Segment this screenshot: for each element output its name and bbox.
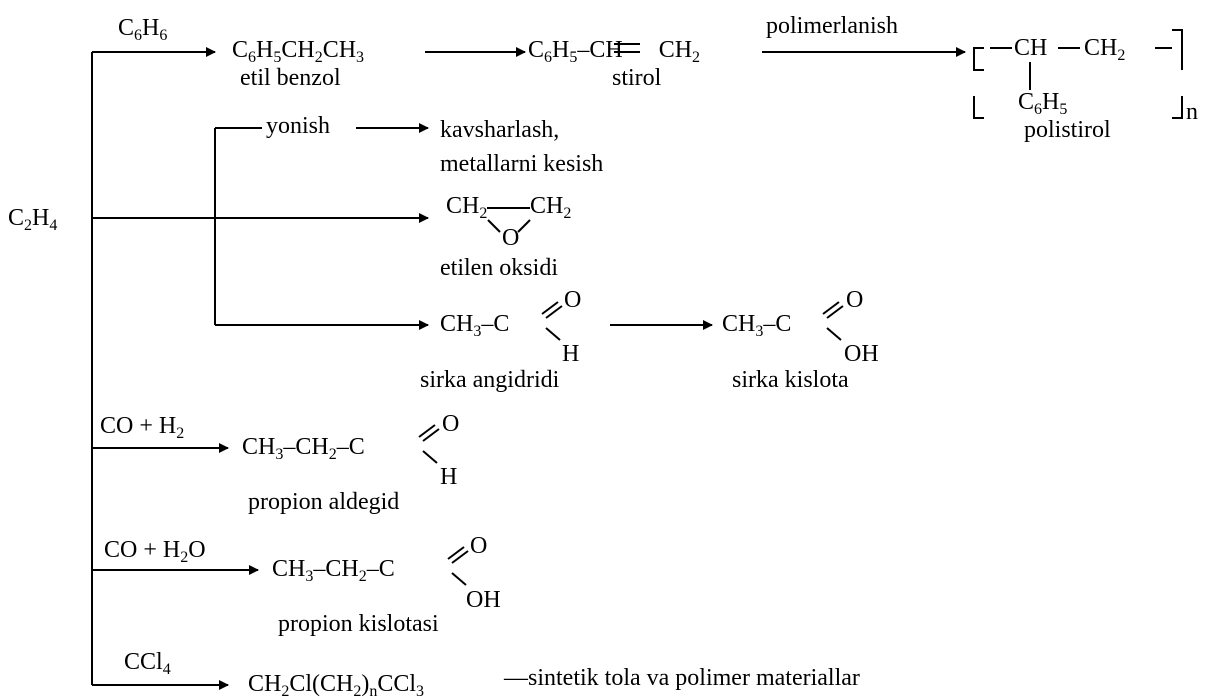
bond-acetaldehyde-ch [545, 327, 561, 341]
polystyrene-name: polistirol [1024, 117, 1111, 143]
propanoic-acid-oh: OH [466, 587, 501, 613]
acetaldehyde-h: H [562, 341, 580, 367]
polymerization-label: polimerlanish [766, 13, 898, 39]
acetic-acid-o: O [846, 287, 864, 313]
co-h2-reagent: CO + H2 [100, 413, 185, 442]
benzene-reagent: C6H6 [118, 15, 168, 44]
acetaldehyde-o: O [564, 287, 582, 313]
polymer-phenyl: C6H5 [1018, 89, 1068, 118]
polymer-bracket-right [1172, 29, 1183, 70]
bond-propanoic-coh [451, 572, 467, 586]
propanal-name: propion aldegid [248, 489, 400, 515]
oxide-ch2-left: CH2 [446, 193, 488, 222]
bond-acid-co [822, 301, 840, 315]
combustion-label: yonish [266, 113, 331, 139]
polymer-bracket-left [973, 47, 984, 71]
bond-acetaldehyde-co-2 [545, 305, 563, 319]
telomer-use: —sintetik tola va polimer materiallar [504, 665, 860, 691]
telomer-formula: CH2Cl(CH2)nCCl3 [248, 671, 425, 700]
ethylene-oxide-name: etilen oksidi [440, 255, 558, 281]
bond-propanal-co [418, 424, 436, 438]
acetaldehyde-name: sirka angidridi [420, 367, 560, 393]
acetic-acid-ch3: CH3–C [722, 311, 792, 340]
bond-propanal-co-2 [422, 428, 440, 442]
bond-acid-coh [826, 327, 842, 341]
bond-propanal-ch [422, 450, 438, 464]
oxide-oxygen: O [502, 225, 520, 251]
propanal-h: H [440, 464, 458, 490]
oxide-ch2-right: CH2 [530, 193, 572, 222]
polymer-repeat-n: n [1186, 99, 1198, 125]
bond-acetaldehyde-co [541, 301, 559, 315]
acetic-acid-name: sirka kislota [732, 367, 849, 393]
bond-acid-co-2 [826, 305, 844, 319]
polymer-bracket-right-low [1172, 96, 1183, 119]
propanal-o: O [442, 411, 460, 437]
ethylbenzene-formula: C6H5CH2CH3 [232, 37, 365, 66]
propanoic-acid-name: propion kislotasi [278, 611, 439, 637]
polymer-ch2: CH2 [1084, 35, 1126, 64]
propanoic-acid-o: O [470, 533, 488, 559]
styrene-name: stirol [612, 65, 662, 91]
polymer-bracket-left-low [973, 96, 984, 119]
combustion-use-1: kavsharlash, [440, 117, 560, 143]
acetic-acid-oh: OH [844, 341, 879, 367]
bond-oxide-left [487, 219, 501, 233]
combustion-use-2: metallarni kesish [440, 151, 604, 177]
start-compound: C2H4 [8, 205, 58, 234]
propanal-formula: CH3–CH2–C [242, 434, 365, 463]
bond-propanoic-co [447, 546, 465, 560]
ethylbenzene-name: etil benzol [240, 65, 341, 91]
propanoic-acid-formula: CH3–CH2–C [272, 556, 395, 585]
polymer-ch: CH [1014, 35, 1048, 61]
bond-propanoic-co-2 [451, 550, 469, 564]
co-h2o-reagent: CO + H2O [104, 537, 206, 566]
ccl4-reagent: CCl4 [124, 649, 171, 678]
acetaldehyde-ch3: CH3–C [440, 311, 510, 340]
bond-oxide-right [517, 219, 531, 233]
